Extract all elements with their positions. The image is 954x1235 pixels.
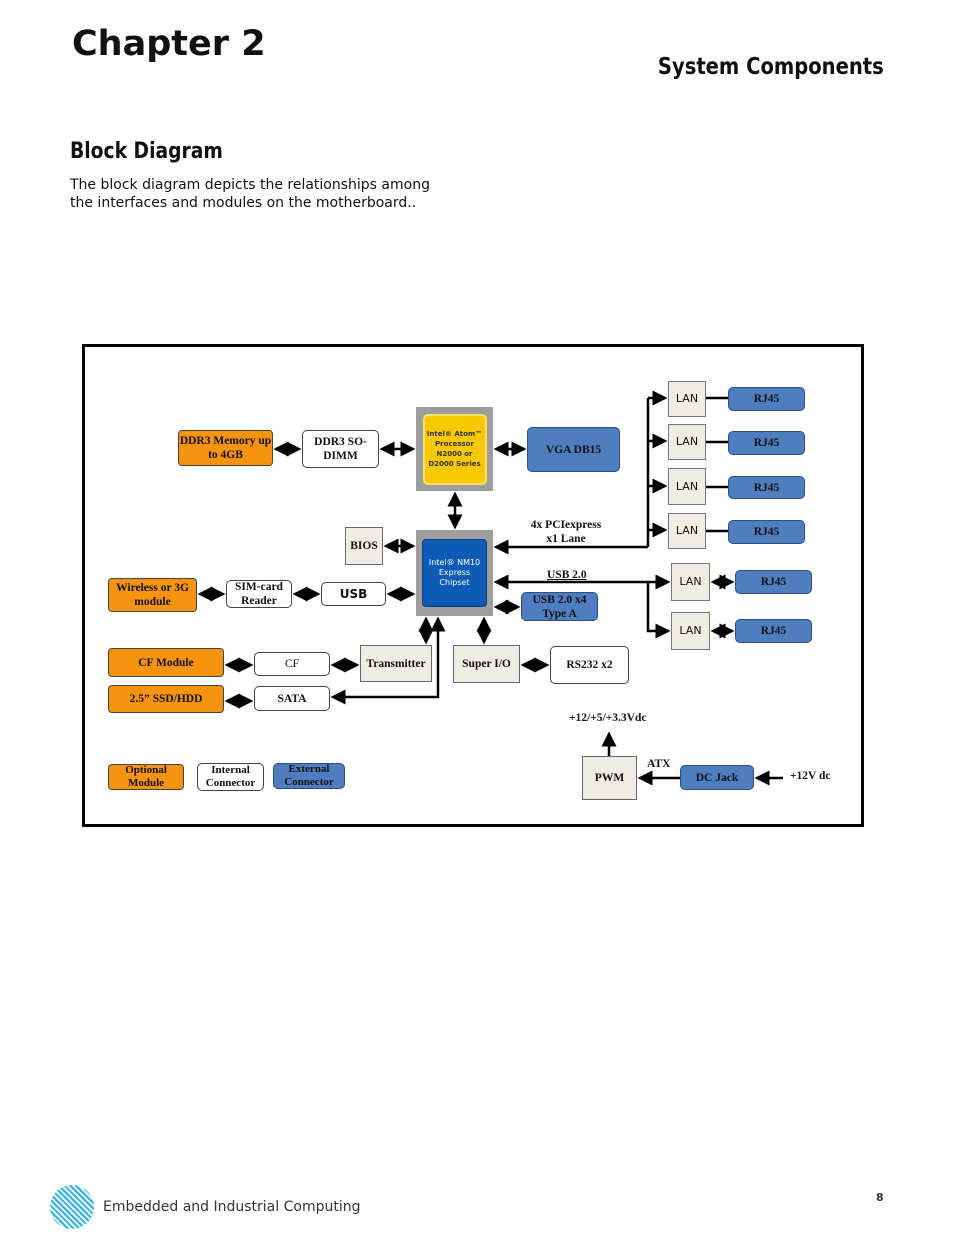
atx-label: ATX xyxy=(647,758,671,770)
wireless-module-box: Wireless or 3G module xyxy=(108,578,197,612)
cf-box: CF xyxy=(254,652,330,676)
usb20-label: USB 2.0 xyxy=(547,569,587,581)
section-title: System Components xyxy=(658,54,884,80)
power-output-label: +12/+5/+3.3Vdc xyxy=(569,712,647,724)
diagram-frame xyxy=(82,344,864,827)
usb20x4-box: USB 2.0 x4 Type A xyxy=(521,592,598,621)
ddr3-sodimm-box: DDR3 SO-DIMM xyxy=(302,430,379,468)
cpu-box: Intel® Atom™ Processor N2000 or D2000 Se… xyxy=(422,413,487,485)
block-diagram-heading: Block Diagram xyxy=(70,139,223,164)
ddr3-memory-box: DDR3 Memory up to 4GB xyxy=(178,430,273,466)
bios-box: BIOS xyxy=(345,527,383,565)
company-logo xyxy=(50,1185,94,1229)
legend-optional: Optional Module xyxy=(108,764,184,790)
rs232-box: RS232 x2 xyxy=(550,646,629,684)
usb-box: USB xyxy=(321,582,386,606)
rj45-box: RJ45 xyxy=(728,387,805,411)
rj45-box: RJ45 xyxy=(735,570,812,594)
legend-internal: Internal Connector xyxy=(197,763,264,791)
lan-box: LAN xyxy=(668,424,706,460)
cf-module-box: CF Module xyxy=(108,648,224,677)
ssd-hdd-box: 2.5” SSD/HDD xyxy=(108,685,224,713)
lan-box: LAN xyxy=(668,468,706,505)
lan-box: LAN xyxy=(671,563,710,601)
lan-box: LAN xyxy=(668,513,706,549)
pwm-box: PWM xyxy=(582,756,637,800)
chapter-title: Chapter 2 xyxy=(72,24,266,64)
sata-box: SATA xyxy=(254,686,330,711)
rj45-box: RJ45 xyxy=(728,520,805,544)
lan-box: LAN xyxy=(671,612,710,650)
vga-box: VGA DB15 xyxy=(527,427,620,472)
transmitter-box: Transmitter xyxy=(360,645,432,682)
dc-jack-box: DC Jack xyxy=(680,765,754,790)
legend-external: External Connector xyxy=(273,763,345,789)
rj45-box: RJ45 xyxy=(735,619,812,643)
rj45-box: RJ45 xyxy=(728,431,805,455)
rj45-box: RJ45 xyxy=(728,476,805,499)
chipset-box: Intel® NM10 Express Chipset xyxy=(422,539,487,607)
footer-text: Embedded and Industrial Computing xyxy=(103,1199,361,1215)
cpu-package: Intel® Atom™ Processor N2000 or D2000 Se… xyxy=(416,407,493,491)
pcie-label: 4x PCIexpress x1 Lane xyxy=(530,519,602,545)
super-io-box: Super I/O xyxy=(453,645,520,683)
page-number: 8 xyxy=(876,1191,884,1204)
sim-reader-box: SIM-card Reader xyxy=(226,580,292,608)
chipset-package: Intel® NM10 Express Chipset xyxy=(416,530,493,616)
intro-paragraph: The block diagram depicts the relationsh… xyxy=(70,177,430,211)
lan-box: LAN xyxy=(668,381,706,417)
dc-input-label: +12V dc xyxy=(790,770,831,782)
